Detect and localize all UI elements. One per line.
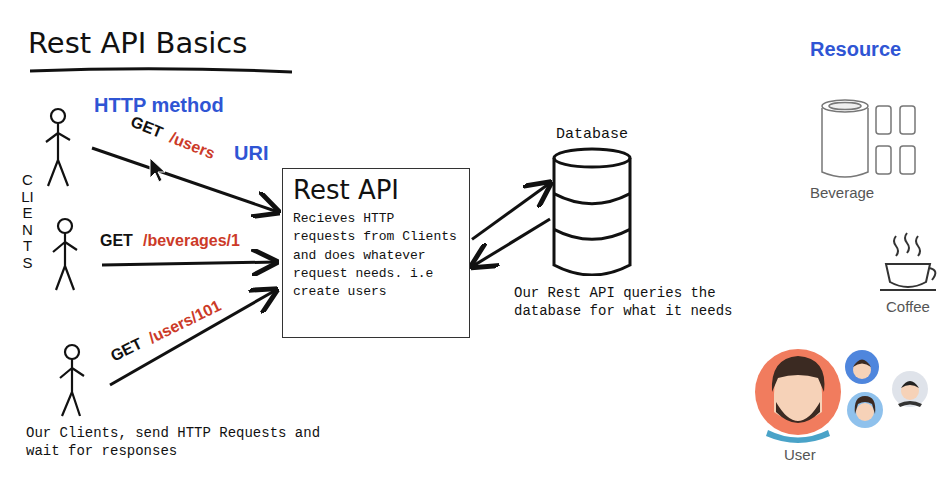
side-label: CLIENTS [20, 172, 35, 271]
annotation-heading: HTTP method [92, 94, 226, 117]
mouse-cursor [150, 158, 165, 182]
api-box: Rest API Recieves HTTP requests from Clie… [282, 168, 470, 338]
diagram-title: Rest API Basics [28, 26, 247, 60]
resource-name: Coffee [884, 298, 932, 315]
user-icon [755, 349, 928, 443]
uri-path: /beverages/1 [141, 232, 242, 250]
coffee-icon [880, 233, 936, 290]
note: Our Clients, send HTTP Requests and wait… [24, 424, 328, 460]
resource-name: User [782, 446, 818, 463]
http-method: GET [98, 232, 135, 250]
annotation-heading: URI [232, 142, 270, 165]
uri-path: /users [165, 128, 219, 164]
database-heading: Database [540, 126, 644, 143]
resource-name: Beverage [808, 184, 876, 201]
annotation-heading: Resource [808, 38, 903, 61]
title-underline [30, 69, 292, 72]
note: Our Rest API queries the database for wh… [512, 284, 756, 320]
beverage-icon [822, 100, 915, 177]
box-heading: Rest API [293, 175, 461, 206]
query-arrow [472, 183, 550, 239]
uri-path: /users/101 [144, 296, 226, 348]
client-figure [60, 345, 84, 416]
database-outline [540, 126, 644, 276]
database-cylinder: Database [540, 126, 644, 276]
request-arrow [92, 148, 278, 385]
http-method: GET [106, 334, 147, 366]
box-body: Recieves HTTP requests from Clients and … [293, 210, 461, 301]
client-figure [46, 109, 70, 186]
query-arrow [472, 219, 550, 267]
client-figure [53, 219, 77, 290]
